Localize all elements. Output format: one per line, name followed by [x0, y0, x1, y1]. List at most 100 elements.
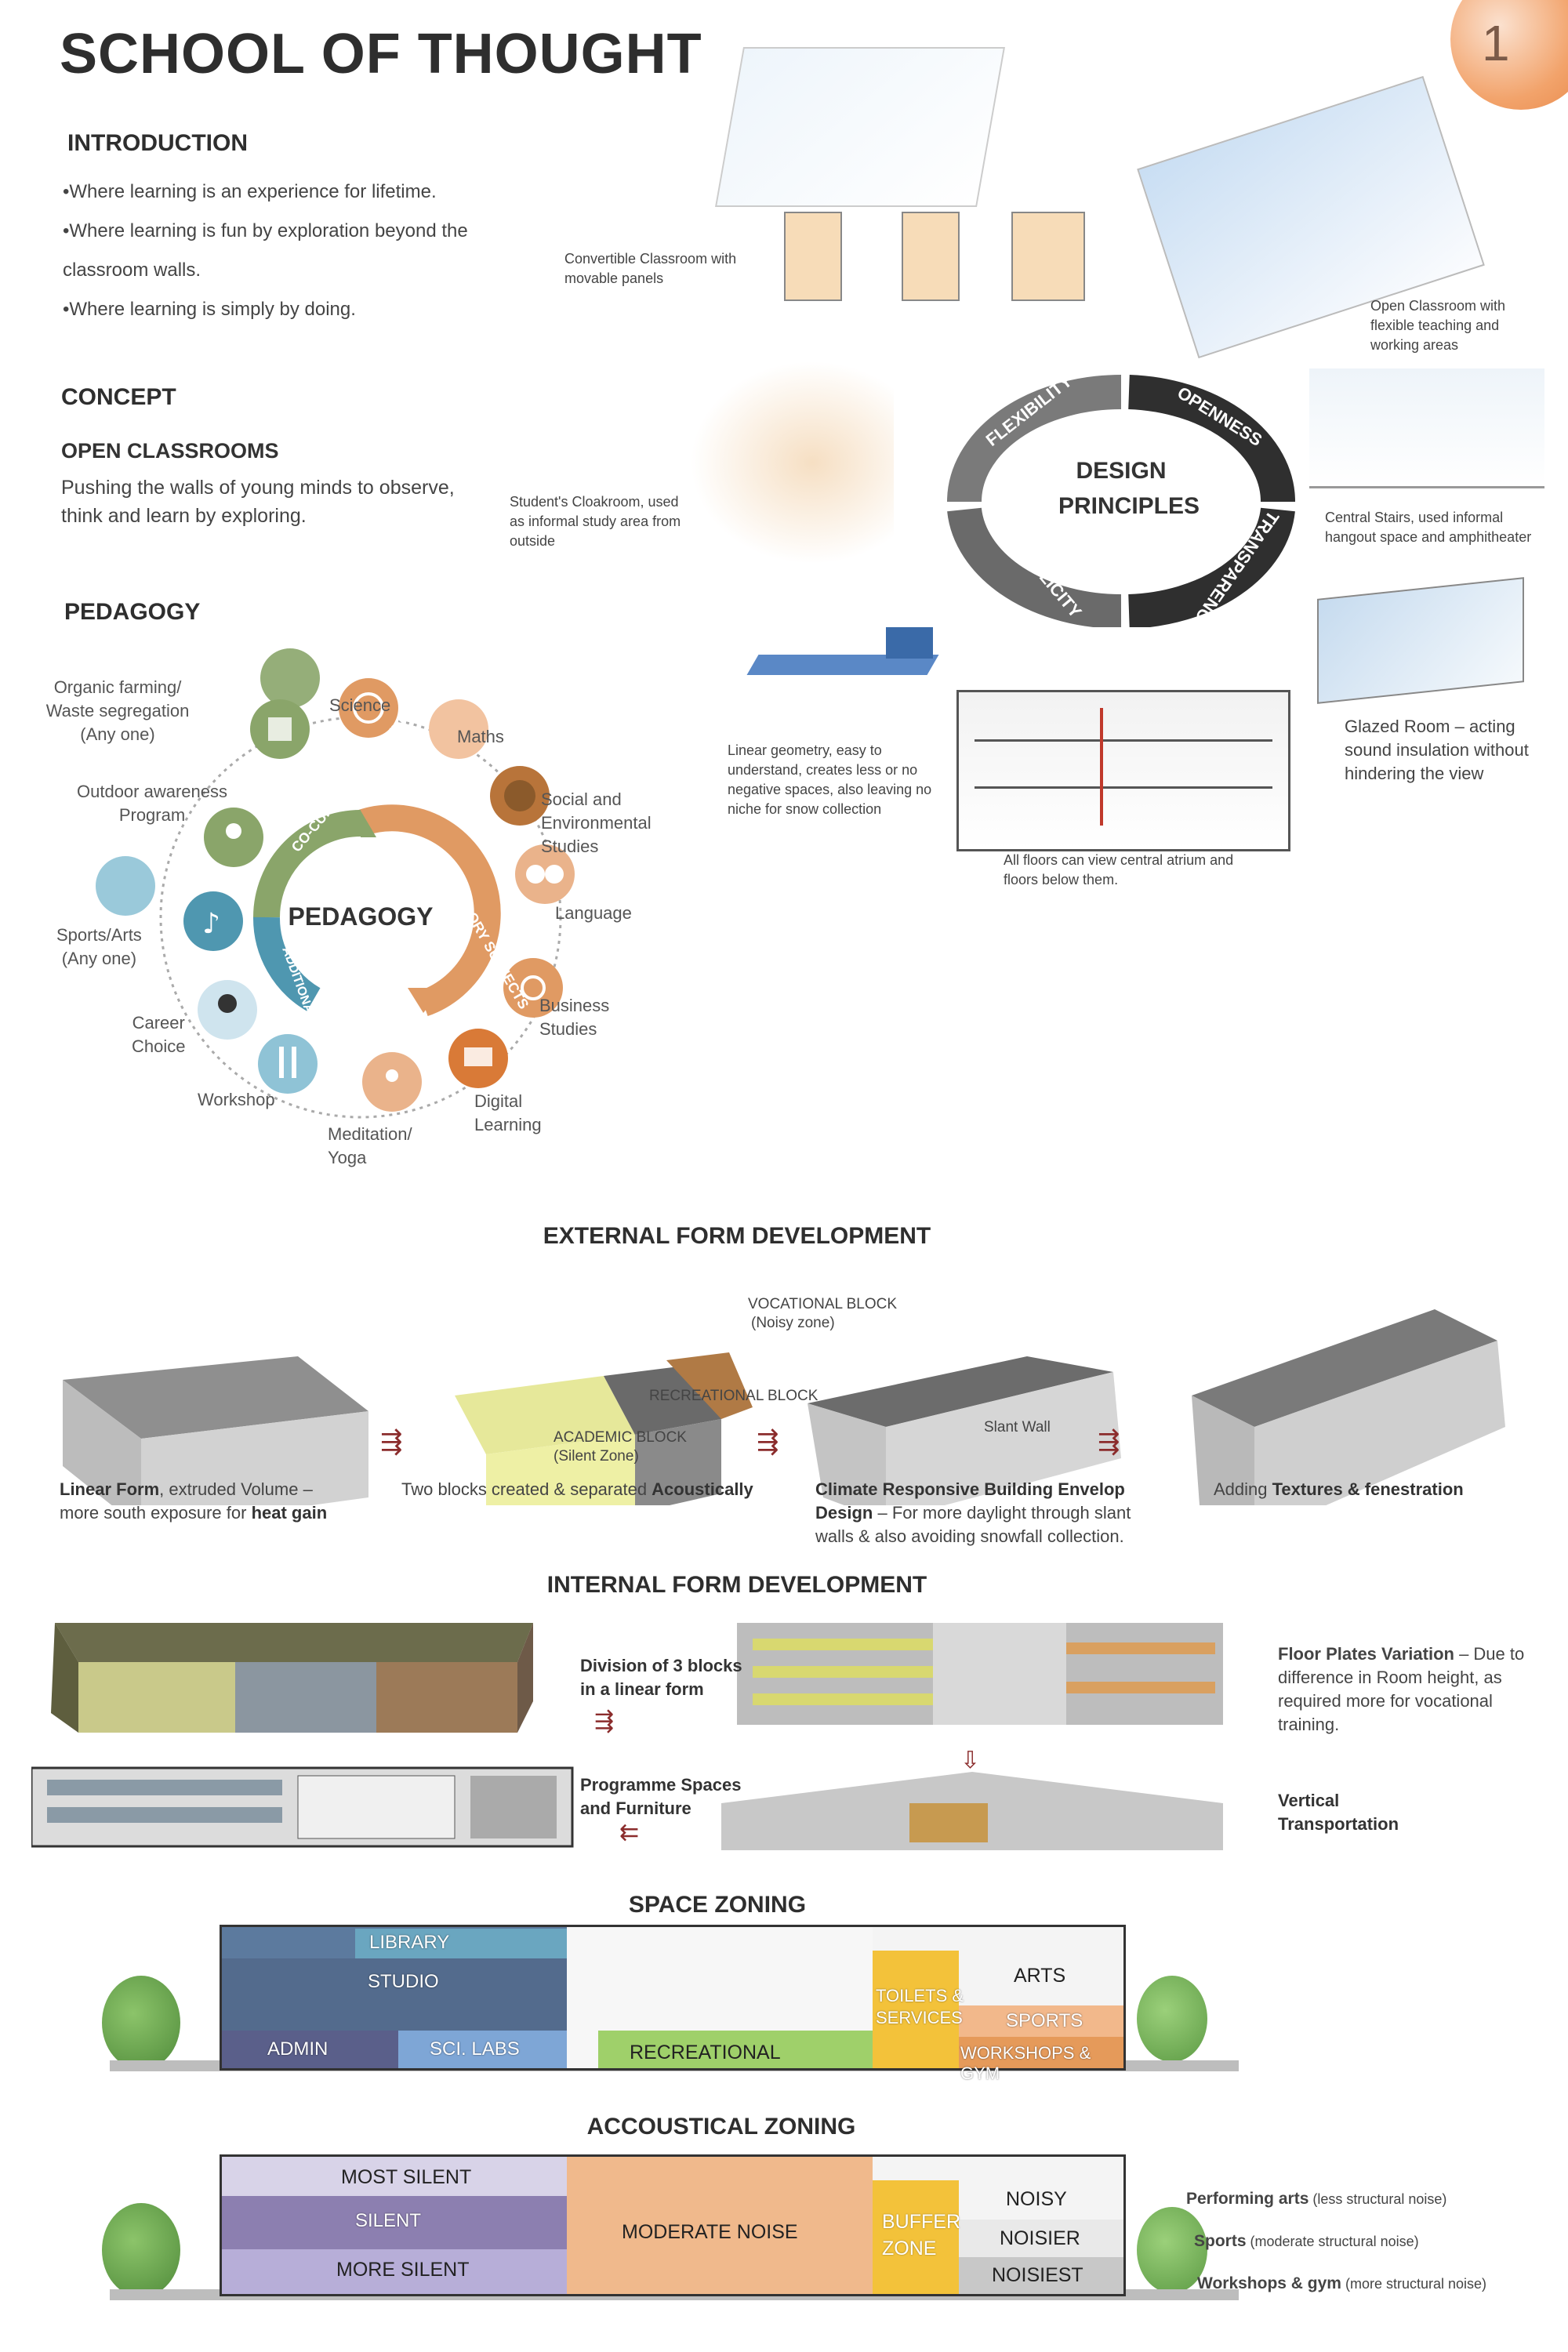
zone-sports: [959, 2005, 1123, 2037]
label-line: Sports/Arts: [56, 925, 142, 945]
legend-note: (less structural noise): [1308, 2191, 1447, 2207]
label-toilets: TOILETS & SERVICES: [876, 1985, 964, 2029]
caption-bold: Climate Responsive Building Envelop: [815, 1479, 1125, 1499]
note-line: as informal study area from: [510, 514, 681, 529]
space-zoning-heading: SPACE ZONING: [628, 1892, 807, 1918]
caption-two-blocks: Two blocks created & separated Acoustica…: [401, 1478, 753, 1501]
pedagogy-center-label: PEDAGOGY: [289, 902, 434, 931]
zone-more-silent: [222, 2249, 567, 2294]
sat-science: [339, 678, 398, 738]
zone-admin: [222, 2031, 398, 2068]
label-organic: Organic farming/ Waste segregation (Any …: [31, 676, 204, 746]
dp-center-2: PRINCIPLES: [1058, 493, 1200, 519]
caption-bold: Acoustically: [652, 1479, 753, 1499]
caption-text: Two blocks created & separated: [401, 1479, 652, 1499]
acoustic-zoning-section: MOST SILENT SILENT MORE SILENT MODERATE …: [220, 2154, 1126, 2296]
label-noisier: NOISIER: [1000, 2227, 1080, 2249]
label-studio: STUDIO: [368, 1971, 439, 1992]
note-line: Transportation: [1278, 1814, 1399, 1834]
additional-arc: [252, 916, 321, 1011]
label-maths: Maths: [457, 727, 504, 746]
sat-digital: [448, 1029, 508, 1088]
dp-center-1: DESIGN: [1076, 458, 1166, 484]
label-line: SERVICES: [876, 2008, 963, 2027]
label-career: Career Choice: [132, 1011, 185, 1058]
zone-services: [873, 1951, 959, 2068]
label-labs: SCI. LABS: [430, 2038, 520, 2060]
note-line: training.: [1278, 1715, 1340, 1734]
label-workshops: WORKSHOPS & GYM: [960, 2043, 1091, 2083]
note-convertible: Convertible Classroom with movable panel…: [564, 249, 736, 289]
note-floor-plates: Floor Plates Variation – Due to differen…: [1278, 1642, 1524, 1737]
page-number-badge: 1: [1450, 0, 1568, 110]
sat-sports: ♪: [183, 891, 243, 951]
intro-point: •Where learning is an experience for lif…: [63, 181, 437, 202]
zone-noisy: [959, 2180, 1123, 2220]
note-cloak: Student's Cloakroom, used as informal st…: [510, 492, 681, 551]
openness-arc: [1128, 375, 1296, 503]
label-social: Social and Environmental Studies: [541, 788, 652, 858]
cloakroom-sketch: [690, 361, 894, 564]
label-meditation: Meditation/ Yoga: [328, 1123, 412, 1170]
sat-social: [490, 766, 550, 826]
label-line: BUFFER: [882, 2211, 960, 2233]
concept-subheading: OPEN CLASSROOMS: [61, 439, 279, 463]
label-more-silent: MORE SILENT: [336, 2259, 470, 2281]
zone-workshops: [959, 2037, 1123, 2068]
label-science: Science: [329, 695, 391, 715]
zone-noisiest: [959, 2257, 1123, 2294]
transparency-arc: [1128, 507, 1295, 627]
legend-note: (more structural noise): [1341, 2276, 1487, 2292]
label-arts: ARTS: [1014, 1965, 1066, 1987]
concept-text: Pushing the walls of young minds to obse…: [61, 474, 455, 530]
note-line: Glazed Room – acting: [1345, 717, 1515, 736]
svg-text:⇶: ⇶: [380, 1426, 403, 1457]
vertical-transport-box: [721, 1772, 1223, 1850]
introduction-heading: INTRODUCTION: [67, 130, 248, 156]
label-line: (Any one): [80, 724, 155, 744]
zone-buffer: [873, 2180, 959, 2294]
programme-section: [31, 1766, 574, 1848]
external-form-diagrams: ⇶ ⇶ ⇶: [63, 1309, 1505, 1505]
label-line: Outdoor awareness: [77, 782, 227, 801]
arrow-right-icon: ⇶: [594, 1708, 615, 1734]
linear-geometry-sketch: [746, 627, 941, 690]
note-line: understand, creates less or no: [728, 762, 918, 778]
note-line: floors below them.: [1004, 872, 1119, 887]
label-line: TOILETS &: [876, 1986, 964, 2005]
label-sports: Sports/Arts (Any one): [56, 924, 142, 971]
caption-text: – For more daylight through slant: [873, 1503, 1131, 1523]
note-line: Open Classroom with: [1370, 298, 1506, 314]
design-principles-ring: DESIGN PRINCIPLES FLEXIBILITY OPENNESS T…: [947, 371, 1296, 627]
legend-bold: Performing arts: [1186, 2190, 1309, 2208]
concept-line: Pushing the walls of young minds to obse…: [61, 477, 455, 499]
caption-climate: Climate Responsive Building Envelop Desi…: [815, 1478, 1131, 1548]
zone-recreational: [598, 2031, 873, 2068]
label-recreational: RECREATIONAL: [630, 2042, 781, 2063]
zone-library: [355, 1929, 567, 1958]
legend-item: Workshops & gym (more structural noise): [1186, 2263, 1486, 2305]
label-outdoor: Outdoor awareness Program: [77, 780, 227, 827]
flexibility-arc: [947, 375, 1122, 503]
sat-language: [515, 844, 575, 904]
label-line: Organic farming/: [53, 677, 182, 697]
tag-line: (Noisy zone): [751, 1315, 835, 1331]
label-line: Waste segregation: [45, 701, 190, 720]
linear-form-block: [63, 1356, 368, 1505]
note-linear: Linear geometry, easy to understand, cre…: [728, 741, 931, 819]
convertible-classroom-sketch: [715, 47, 1005, 207]
caption-bold: Design: [815, 1503, 873, 1523]
glazed-room-sketch: [1317, 577, 1524, 704]
sat-business: [503, 958, 563, 1018]
label-admin: ADMIN: [267, 2038, 328, 2060]
intro-point: •Where learning is simply by doing.: [63, 299, 356, 320]
sat-meditation: [362, 1052, 422, 1112]
note-programme: Programme Spaces and Furniture: [580, 1773, 741, 1820]
textured-block: [1192, 1309, 1505, 1505]
label-line: Social and: [541, 789, 622, 809]
acoustic-zoning-heading: ACCOUSTICAL ZONING: [586, 2114, 856, 2140]
note-vertical: Vertical Transportation: [1278, 1789, 1399, 1836]
tag-line: ACADEMIC BLOCK: [554, 1429, 687, 1446]
tag-line: (Silent Zone): [554, 1448, 639, 1465]
space-zoning-section: LIBRARY STUDIO ADMIN SCI. LABS RECREATIO…: [220, 1925, 1126, 2083]
